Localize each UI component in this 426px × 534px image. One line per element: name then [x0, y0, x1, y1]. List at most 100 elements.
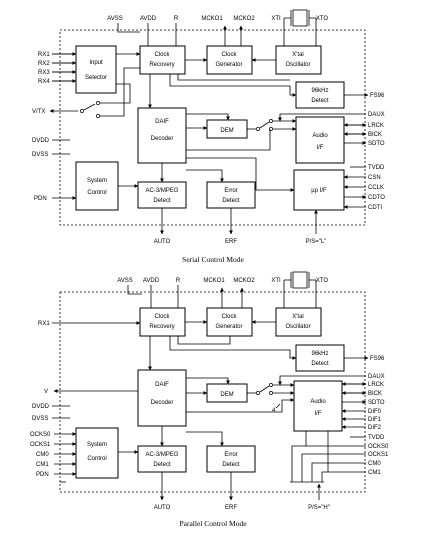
pin-ocks1: OCKS1	[30, 442, 51, 448]
pin-tvdd: TVDD	[368, 435, 385, 441]
parallel-mode-diagram: AVSS AVDD R MCKO1 MCKO2 XTI XTO Clock Re…	[30, 271, 389, 528]
system-control-sub: Control	[87, 190, 106, 196]
system-control-title: System	[87, 178, 107, 184]
system-control-title: System	[87, 442, 107, 448]
pin-lrck: LRCK	[368, 123, 384, 129]
pin-vtx: V/TX	[32, 109, 45, 115]
pin-mcko2: MCKO2	[233, 16, 255, 22]
pin-rx2: RX2	[38, 61, 50, 67]
error-detect-title: Error	[224, 452, 237, 458]
audio-if-block	[295, 116, 345, 164]
pin-auto: AUTO	[154, 505, 171, 511]
pin-xti: XTI	[271, 16, 281, 22]
pin-dif2: DIF2	[368, 425, 382, 431]
audio-if-title: Audio	[310, 399, 326, 405]
pin-mcko1: MCKO1	[201, 16, 223, 22]
audio-if-sub: I/F	[315, 411, 322, 417]
pin-v: V	[44, 389, 48, 395]
pin-bick: BICK	[368, 132, 382, 138]
clock-generator-title: Clock	[221, 314, 237, 320]
ac3-mpeg-detect-block	[137, 181, 187, 209]
pin-rx4: RX4	[38, 79, 50, 85]
detect-96khz-sub: Detect	[311, 361, 329, 367]
audio-if-block	[293, 380, 343, 432]
clock-generator-block	[206, 45, 253, 75]
pin-xti: XTI	[271, 278, 281, 284]
pin-dvdd: DVDD	[32, 404, 50, 410]
clock-recovery-title: Clock	[154, 314, 170, 320]
pin-avss: AVSS	[117, 278, 133, 284]
xtal-oscillator-title: X'tal	[292, 314, 303, 320]
ac3-mpeg-detect-block	[137, 445, 187, 473]
daif-decoder-title: DAIF	[155, 119, 169, 125]
daif-decoder-block	[137, 369, 187, 427]
ac3-mpeg-detect-sub: Detect	[153, 198, 171, 204]
pin-avdd: AVDD	[140, 16, 157, 22]
pin-fs96: FS96	[370, 93, 385, 99]
input-selector-sub: Selector	[85, 75, 107, 81]
pin-sdto: SDTO	[368, 400, 385, 406]
crystal-icon	[283, 9, 317, 48]
system-control-block	[75, 161, 119, 211]
xtal-oscillator-sub: Oscillator	[285, 324, 310, 330]
clock-recovery-sub: Recovery	[149, 324, 174, 330]
daif-decoder-title: DAIF	[155, 382, 169, 388]
clock-generator-sub: Generator	[215, 324, 242, 330]
ac3-mpeg-detect-sub: Detect	[153, 462, 171, 468]
pin-lrck: LRCK	[368, 382, 384, 388]
audio-if-sub: I/F	[317, 145, 324, 151]
parallel-caption: Parallel Control Mode	[179, 519, 247, 528]
detect-96khz-block	[295, 344, 345, 372]
pin-cclk: CCLK	[368, 185, 384, 191]
ac3-mpeg-detect-title: AC-3/MPEG	[145, 452, 178, 458]
xtal-oscillator-block	[275, 307, 322, 337]
pin-daux: DAUX	[368, 112, 385, 118]
pin-dif0: DIF0	[368, 409, 382, 415]
pin-daux: DAUX	[368, 374, 385, 380]
clock-recovery-sub: Recovery	[149, 62, 174, 68]
pin-r: R	[176, 278, 181, 284]
input-selector-title: Input	[89, 60, 103, 66]
clock-recovery-block	[139, 307, 186, 337]
error-detect-sub: Detect	[222, 198, 240, 204]
pin-xto: XTO	[316, 278, 329, 284]
pin-rx1: RX1	[38, 52, 50, 58]
pin-avdd: AVDD	[143, 278, 160, 284]
input-selector-block	[75, 45, 117, 94]
clock-recovery-block	[139, 45, 186, 75]
daif-decoder-block	[137, 107, 187, 164]
clock-generator-title: Clock	[221, 52, 237, 58]
pin-mcko1: MCKO1	[203, 278, 225, 284]
pin-rx3: RX3	[38, 70, 50, 76]
clock-generator-sub: Generator	[215, 62, 242, 68]
daif-decoder-sub: Decoder	[151, 400, 174, 406]
up-if-label: µp I/F	[311, 188, 327, 194]
pin-dvdd: DVDD	[32, 138, 50, 144]
pin-fs96: FS96	[370, 356, 385, 362]
error-detect-sub: Detect	[222, 462, 240, 468]
pin-csn: CSN	[368, 175, 381, 181]
serial-mode-diagram: AVSS AVDD R MCKO1 MCKO2 XTI XTO Input Se…	[32, 9, 385, 264]
xtal-oscillator-block	[275, 45, 322, 75]
pin-dvss: DVSS	[32, 416, 48, 422]
pin-ps: P/S="H"	[308, 505, 330, 511]
xtal-oscillator-title: X'tal	[292, 52, 303, 58]
serial-chip-boundary	[59, 29, 366, 226]
pin-erf: ERF	[225, 505, 237, 511]
detect-96khz-sub: Detect	[311, 98, 329, 104]
error-detect-block	[206, 445, 256, 473]
xtal-oscillator-sub: Oscillator	[285, 62, 310, 68]
pin-sdto: SDTO	[368, 141, 385, 147]
pin-pdn: PDN	[34, 196, 47, 202]
pin-tvdd: TVDD	[368, 165, 385, 171]
pin-pdn: PDN	[36, 472, 49, 478]
error-detect-block	[206, 181, 256, 209]
pin-cm0-right: CM0	[368, 461, 381, 467]
pin-dif1: DIF1	[368, 417, 382, 423]
pin-ocks1-right: OCKS1	[368, 452, 389, 458]
detect-96khz-title: 96kHz	[311, 351, 328, 357]
pin-cm0: CM0	[36, 452, 49, 458]
pin-ocks0-right: OCKS0	[368, 444, 389, 450]
clock-recovery-title: Clock	[154, 52, 170, 58]
